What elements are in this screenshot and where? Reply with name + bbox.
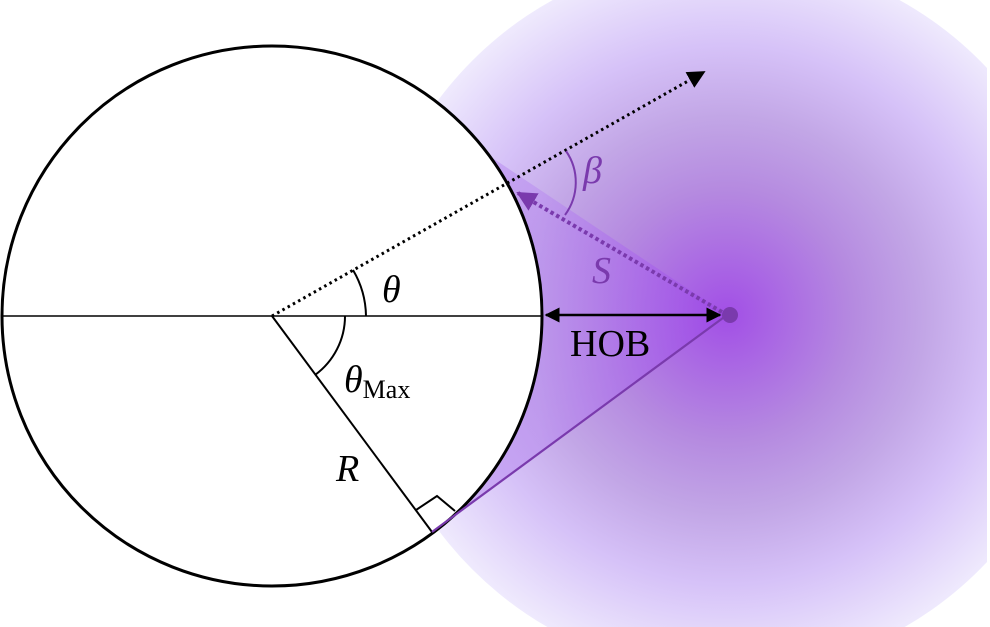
radius-label: R — [335, 448, 359, 490]
tangent-line — [431, 314, 728, 533]
theta-arc — [352, 269, 367, 317]
slant-range-label: S — [592, 250, 611, 292]
theta-max-subscript: Max — [363, 375, 411, 404]
beta-arc — [564, 150, 577, 216]
slant-range-arrow — [516, 191, 724, 314]
beta-label: β — [582, 150, 602, 192]
theta-max-label: θMax — [344, 359, 410, 404]
visibility-cone — [432, 155, 727, 532]
radius-line — [271, 315, 433, 533]
theta-label: θ — [382, 269, 401, 311]
theta-max-arc — [314, 315, 346, 376]
burst-point — [722, 307, 738, 323]
hob-label: HOB — [570, 323, 650, 365]
right-angle-mark — [415, 494, 456, 512]
theta-ray — [271, 70, 706, 318]
theta-max-symbol: θ — [344, 359, 363, 401]
